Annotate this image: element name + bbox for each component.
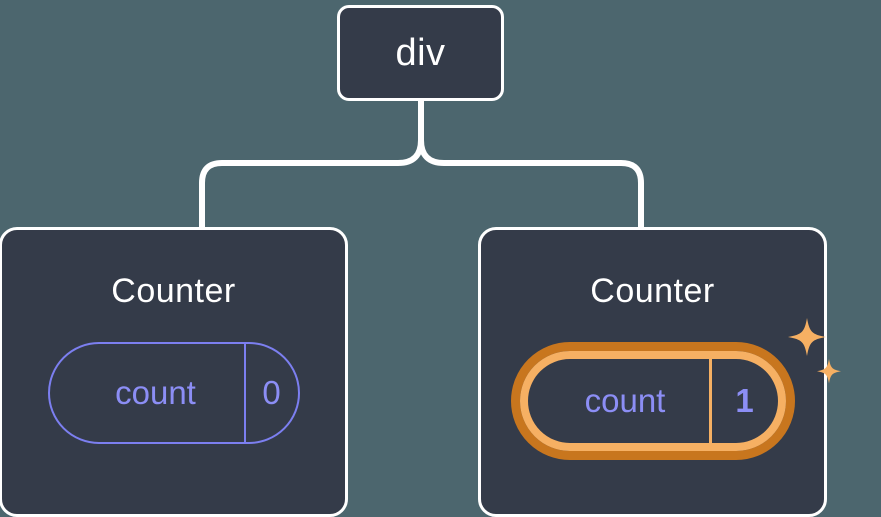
sparkle-small-icon bbox=[816, 359, 841, 384]
node-div-label: div bbox=[395, 32, 446, 74]
state-pill-right-wrap: count 1 bbox=[510, 318, 841, 460]
state-pill-left-wrap: count 0 bbox=[47, 342, 300, 444]
node-counter-right-label: Counter bbox=[590, 272, 715, 310]
state-value-right: 1 bbox=[708, 359, 778, 443]
node-counter-right[interactable]: Counter count 1 bbox=[478, 227, 841, 517]
node-div[interactable]: div bbox=[337, 5, 504, 101]
state-key-right: count bbox=[584, 382, 666, 419]
sparkle-large-icon bbox=[787, 318, 826, 356]
state-pill-left[interactable]: count 0 bbox=[47, 342, 300, 444]
state-key-left: count bbox=[115, 374, 196, 411]
connector-left bbox=[199, 98, 424, 231]
connector-right bbox=[418, 98, 644, 231]
diagram-canvas: div Counter count 0 Counter count 1 bbox=[0, 5, 841, 517]
node-counter-left[interactable]: Counter count 0 bbox=[0, 227, 348, 517]
state-value-left: 0 bbox=[243, 344, 298, 442]
state-pill-right[interactable]: count 1 bbox=[519, 351, 786, 451]
state-pill-right-highlight-ring: count 1 bbox=[510, 342, 795, 460]
node-counter-left-label: Counter bbox=[111, 272, 236, 310]
